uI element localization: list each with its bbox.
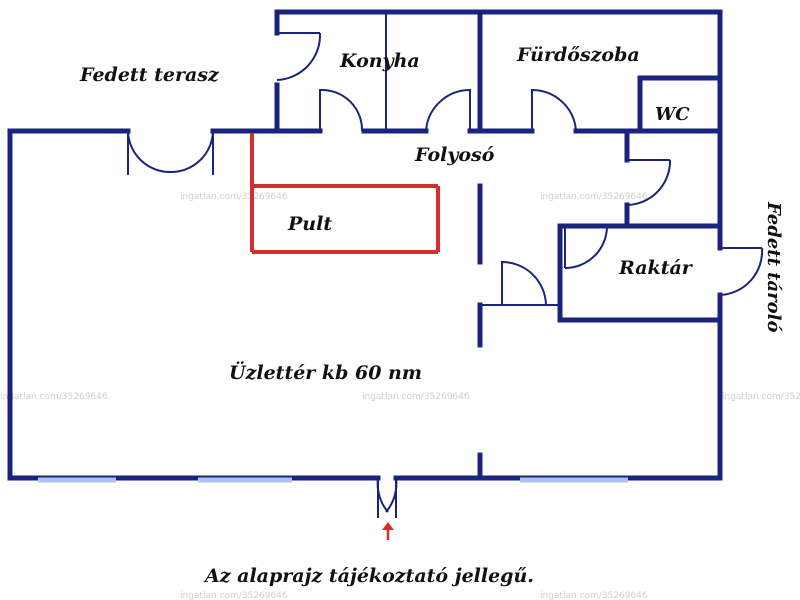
room-label-shop: Üzlettér kb 60 nm <box>229 362 422 384</box>
room-label-hallway: Folyosó <box>415 144 495 166</box>
storage-door-arc <box>564 225 608 269</box>
terrace-door-arc <box>169 130 214 175</box>
watermark: ingatlan.com/35269646 <box>180 591 288 600</box>
partition-door-arc <box>501 260 547 306</box>
internal-walls <box>274 9 723 481</box>
entrance-door-arc <box>385 477 398 518</box>
room-label-bathroom: Fürdőszoba <box>517 44 640 66</box>
room-label-counter: Pult <box>288 213 333 235</box>
watermarks: ingatlan.com/35269646 ingatlan.com/35269… <box>0 192 800 600</box>
watermark: ingatlan.com/35269646 <box>540 591 648 600</box>
hall-door-arc <box>425 88 471 132</box>
watermark: ingatlan.com/35269646 <box>540 192 648 202</box>
room-label-wc: WC <box>655 104 690 125</box>
room-label-external-storage: Fedett tároló <box>763 202 784 333</box>
watermark: ingatlan.com/35269646 <box>722 392 800 402</box>
room-label-kitchen: Konyha <box>340 50 420 72</box>
watermark: ingatlan.com/35269646 <box>362 392 470 402</box>
kitchen-door-arc <box>319 88 364 132</box>
bathroom-door-arc <box>531 88 577 132</box>
watermark: ingatlan.com/35269646 <box>180 192 288 202</box>
counter <box>250 133 440 254</box>
doors <box>127 32 764 518</box>
disclaimer-note: Az alaprajz tájékoztató jellegű. <box>205 565 534 587</box>
terrace-door-arc <box>127 130 172 175</box>
side-door-arc <box>276 32 322 81</box>
watermark: ingatlan.com/35269646 <box>0 392 108 402</box>
external-door-arc <box>719 247 764 296</box>
corridor-door-arc <box>626 159 672 206</box>
entrance-arrow <box>382 522 394 540</box>
room-label-terrace: Fedett terasz <box>80 64 219 86</box>
room-label-storage: Raktár <box>619 257 692 279</box>
